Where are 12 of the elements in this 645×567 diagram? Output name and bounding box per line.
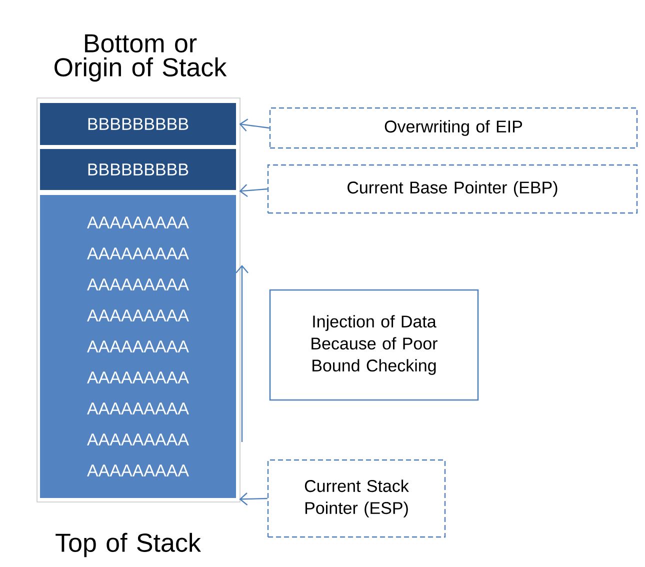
stack-block: BBBBBBBBB (40, 103, 236, 145)
arrow (239, 118, 270, 132)
callout-box: Current Stack Pointer (ESP) (267, 459, 446, 538)
arrow (239, 492, 268, 506)
stack-block: AAAAAAAAA AAAAAAAAA AAAAAAAAA AAAAAAAAA AAAAAAAAA AAAAAAAAA AAAAAAAAA AAAAAAAAA AAAAAAAAA (40, 195, 236, 498)
callout-box: Current Base Pointer (EBP) (267, 164, 638, 214)
stack-block: BBBBBBBBB (40, 149, 236, 190)
callout-box: Overwriting of EIP (269, 107, 638, 149)
arrow (239, 184, 268, 198)
note-box: Injection of Data Because of Poor Bound Checking (269, 289, 479, 401)
stack-heading: Bottom or Origin of Stack (54, 34, 227, 82)
stack-heading: Top of Stack (56, 532, 201, 558)
